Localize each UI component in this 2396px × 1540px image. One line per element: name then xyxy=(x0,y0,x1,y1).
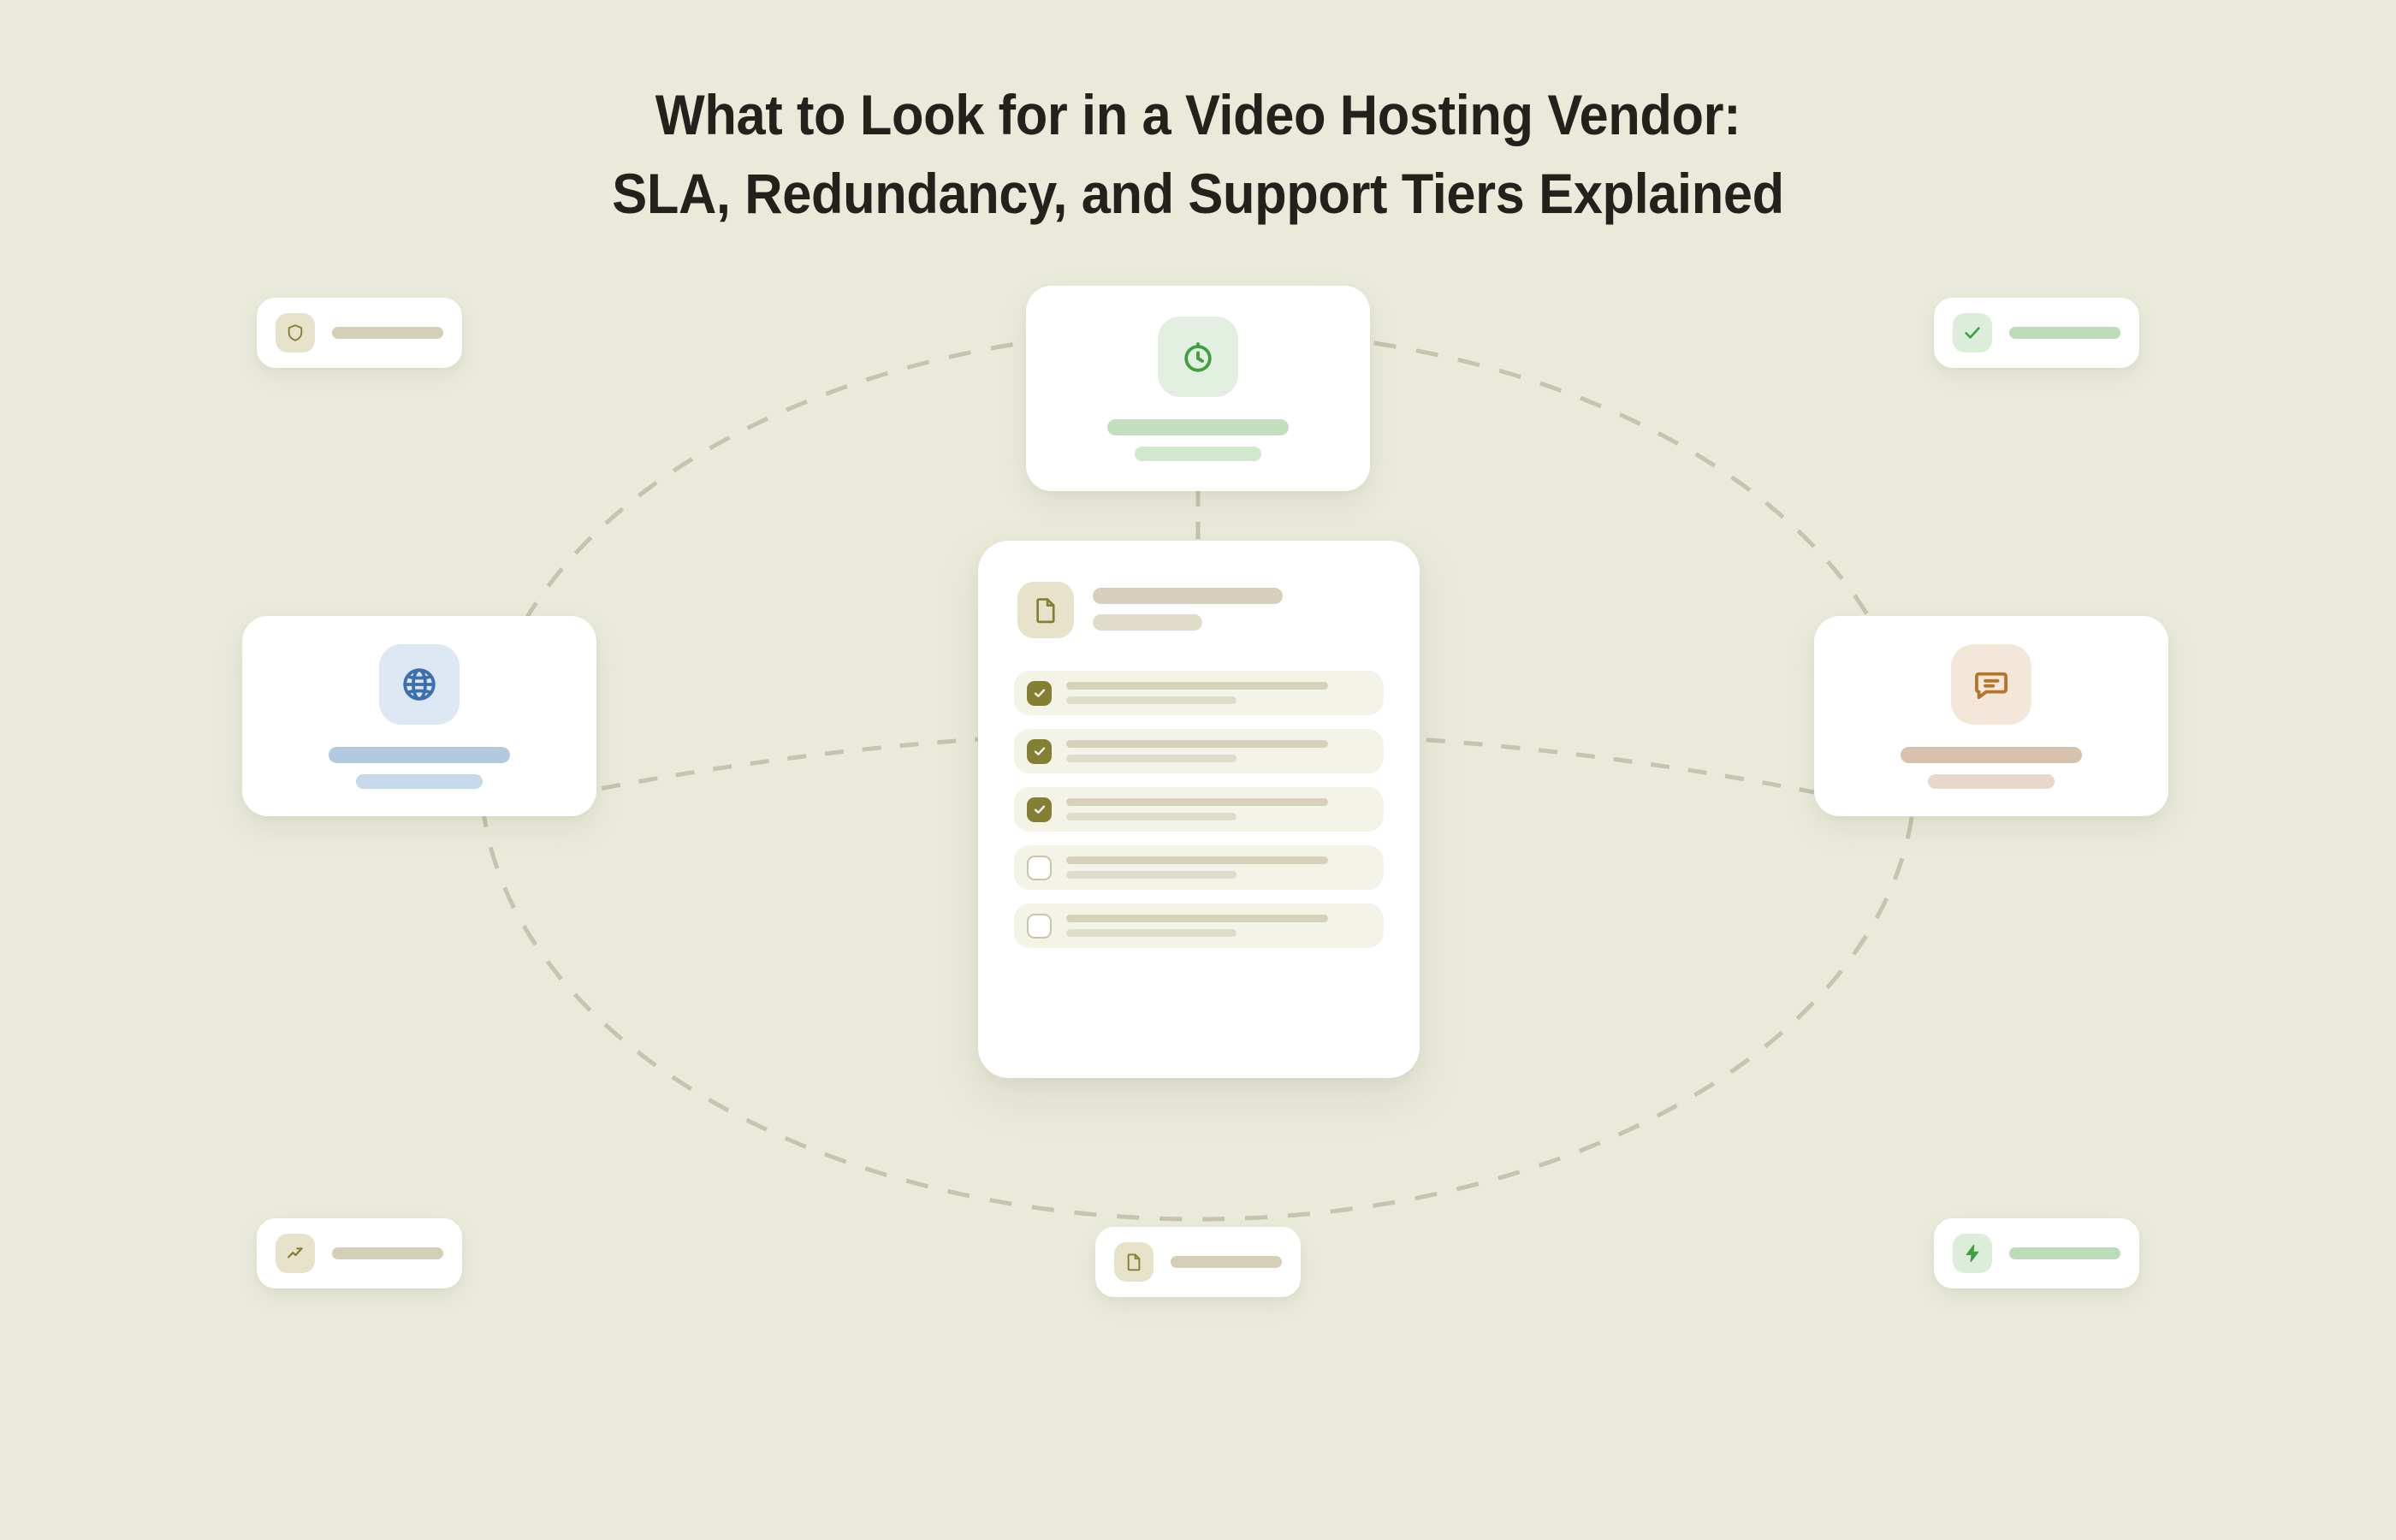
analytics-pill[interactable] xyxy=(257,1218,462,1288)
text-placeholder-bar xyxy=(1901,746,2082,763)
page-title: What to Look for in a Video Hosting Vend… xyxy=(0,75,2396,233)
text-placeholder-bar xyxy=(1928,773,2055,789)
shield-icon xyxy=(288,324,303,341)
verified-pill[interactable] xyxy=(1934,298,2139,368)
global-redundancy-card-bars xyxy=(329,746,510,789)
trending-up-icon-chip xyxy=(276,1234,315,1273)
checklist-card-title-bars xyxy=(1093,582,1283,631)
text-placeholder-bar xyxy=(1093,614,1202,631)
check-icon-chip xyxy=(1953,313,1992,352)
text-placeholder-bar xyxy=(1135,446,1261,461)
checklist-row[interactable] xyxy=(1014,729,1384,773)
document-icon xyxy=(1127,1253,1141,1271)
document-icon-chip xyxy=(1114,1242,1154,1282)
text-placeholder-bar xyxy=(1066,915,1329,922)
checklist-row-bars xyxy=(1066,798,1371,820)
uptime-sla-card-bars xyxy=(1107,418,1289,461)
text-placeholder-bar xyxy=(1066,696,1237,704)
globe-icon xyxy=(403,667,436,701)
support-tier-card[interactable] xyxy=(1814,616,2168,816)
text-placeholder-bar xyxy=(356,773,483,789)
text-placeholder-bar xyxy=(1093,588,1283,604)
check-icon xyxy=(1034,747,1045,755)
performance-pill[interactable] xyxy=(1934,1218,2139,1288)
chat-bubble-icon xyxy=(1975,672,2008,699)
checklist-card[interactable] xyxy=(978,541,1420,1078)
text-placeholder-bar xyxy=(1066,856,1329,864)
text-placeholder-bar xyxy=(1066,740,1329,748)
checklist-row-bars xyxy=(1066,682,1371,704)
text-placeholder-bar xyxy=(332,1247,443,1259)
trending-up-icon xyxy=(288,1247,303,1259)
checklist-row[interactable] xyxy=(1014,671,1384,715)
support-tier-card-bars xyxy=(1901,746,2082,789)
uptime-sla-card[interactable] xyxy=(1026,286,1370,491)
check-icon xyxy=(1965,327,1980,339)
check-icon xyxy=(1034,689,1045,697)
text-placeholder-bar xyxy=(1107,418,1289,435)
checkbox-unchecked[interactable] xyxy=(1027,855,1052,880)
chat-bubble-icon-chip xyxy=(1951,643,2031,725)
lightning-bolt-icon-chip xyxy=(1953,1234,1992,1273)
checkbox-checked[interactable] xyxy=(1027,738,1052,764)
text-placeholder-bar xyxy=(1066,755,1237,762)
text-placeholder-bar xyxy=(1066,813,1237,820)
text-placeholder-bar xyxy=(1066,798,1329,806)
checkbox-checked[interactable] xyxy=(1027,797,1052,822)
checklist-card-header xyxy=(978,541,1420,638)
text-placeholder-bar xyxy=(1066,929,1237,937)
text-placeholder-bar xyxy=(2009,327,2120,339)
stopwatch-icon xyxy=(1184,341,1212,372)
checklist-row[interactable] xyxy=(1014,845,1384,890)
checklist-row[interactable] xyxy=(1014,903,1384,948)
check-icon xyxy=(1034,805,1045,814)
text-placeholder-bar xyxy=(1066,871,1237,879)
security-pill[interactable] xyxy=(257,298,462,368)
global-redundancy-card[interactable] xyxy=(242,616,596,816)
document-pill[interactable] xyxy=(1095,1227,1301,1297)
document-icon-chip xyxy=(1017,582,1074,638)
globe-icon-chip xyxy=(379,643,460,725)
checklist-row[interactable] xyxy=(1014,787,1384,832)
checkbox-checked[interactable] xyxy=(1027,680,1052,706)
text-placeholder-bar xyxy=(1171,1256,1282,1268)
stopwatch-icon-chip xyxy=(1158,316,1238,397)
checklist-row-bars xyxy=(1066,740,1371,762)
text-placeholder-bar xyxy=(1066,682,1329,690)
text-placeholder-bar xyxy=(332,327,443,339)
text-placeholder-bar xyxy=(2009,1247,2120,1259)
document-icon xyxy=(1036,598,1055,624)
checklist-rows xyxy=(978,638,1420,948)
checkbox-unchecked[interactable] xyxy=(1027,913,1052,939)
page-title-line-1: What to Look for in a Video Hosting Vend… xyxy=(655,83,1741,146)
checklist-row-bars xyxy=(1066,915,1371,937)
checklist-row-bars xyxy=(1066,856,1371,879)
shield-icon-chip xyxy=(276,313,315,352)
text-placeholder-bar xyxy=(329,746,510,763)
page-title-line-2: SLA, Redundancy, and Support Tiers Expla… xyxy=(612,162,1784,225)
lightning-bolt-icon xyxy=(1966,1244,1979,1263)
